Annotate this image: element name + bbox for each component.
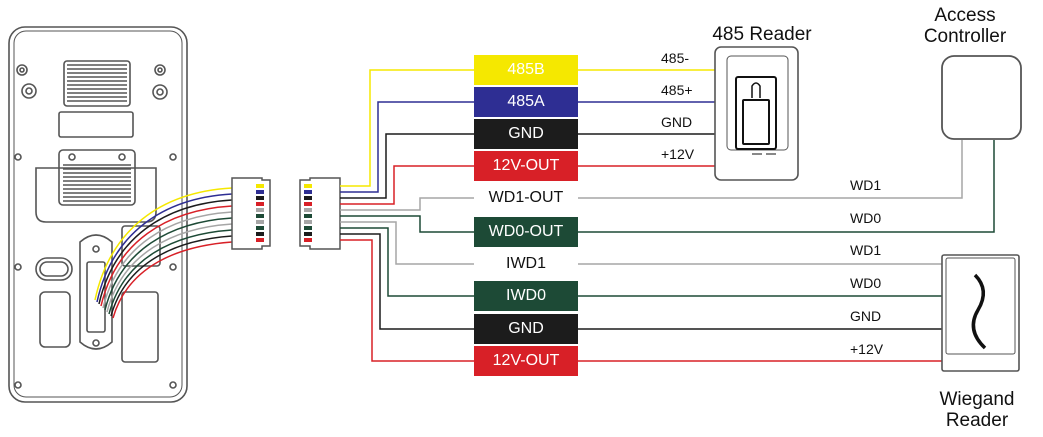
- terminal-gnd-top: GND: [474, 119, 578, 149]
- terminal-label: 485B: [507, 61, 545, 78]
- access-controller-title: Access Controller: [900, 5, 1030, 47]
- wires-to-wiegand-reader: [578, 263, 942, 362]
- terminal-iwd0: IWD0: [474, 281, 578, 311]
- terminal-gnd-bottom: GND: [474, 314, 578, 344]
- terminal-label: 12V-OUT: [492, 157, 560, 174]
- terminal-label: IWD0: [506, 287, 546, 304]
- terminal-label: GND: [508, 320, 544, 337]
- access-controller-device: [941, 55, 1022, 140]
- wire-label-wg-wd1: WD1: [850, 242, 882, 258]
- terminal-485b: 485B: [474, 55, 578, 85]
- wire-label-ac-wd1: WD1: [850, 177, 882, 193]
- wire-label-485-12v: +12V: [661, 146, 695, 162]
- wire-label-wg-12v: +12V: [850, 341, 884, 357]
- terminal-485a: 485A: [474, 87, 578, 117]
- terminal-iwd1: IWD1: [474, 250, 578, 278]
- connector-to-terminal-wires: [340, 69, 474, 362]
- access-controller-title-line1: Access: [934, 5, 996, 26]
- wire-label-wg-wd0: WD0: [850, 275, 882, 291]
- access-controller-title-line2: Controller: [923, 26, 1007, 47]
- reader-485-device: [714, 46, 799, 181]
- terminal-12v-out-bottom: 12V-OUT: [474, 346, 578, 376]
- reader-485-title: 485 Reader: [712, 24, 812, 45]
- terminal-label: 485A: [507, 93, 545, 110]
- terminal-label: GND: [508, 125, 544, 142]
- terminal-wd0-out: WD0-OUT: [474, 217, 578, 247]
- wiegand-reader-device: [941, 254, 1020, 372]
- wiegand-reader-title-line2: Reader: [945, 410, 1009, 431]
- wiegand-reader-title: Wiegand Reader: [912, 389, 1042, 431]
- wire-label-485-minus: 485-: [661, 50, 690, 66]
- wire-label-485-plus: 485+: [661, 82, 693, 98]
- connector-plug-right: [299, 177, 341, 250]
- wire-label-485-gnd: GND: [661, 114, 693, 130]
- terminal-label: WD1-OUT: [488, 189, 564, 206]
- terminal-12v-out-top: 12V-OUT: [474, 151, 578, 181]
- wire-bundle: [94, 187, 233, 319]
- terminal-wd1-out: WD1-OUT: [474, 184, 578, 212]
- terminal-label: WD0-OUT: [488, 223, 564, 240]
- terminal-device: [8, 26, 188, 403]
- terminal-label: IWD1: [506, 255, 546, 272]
- wire-label-ac-wd0: WD0: [850, 210, 882, 226]
- terminal-label: 12V-OUT: [492, 352, 560, 369]
- wires-to-485-reader: [578, 69, 715, 167]
- wires-to-access-controller: [578, 140, 995, 233]
- wire-label-wg-gnd: GND: [850, 308, 882, 324]
- wiegand-reader-title-line1: Wiegand: [939, 389, 1015, 410]
- connector-plug-left: [231, 177, 271, 250]
